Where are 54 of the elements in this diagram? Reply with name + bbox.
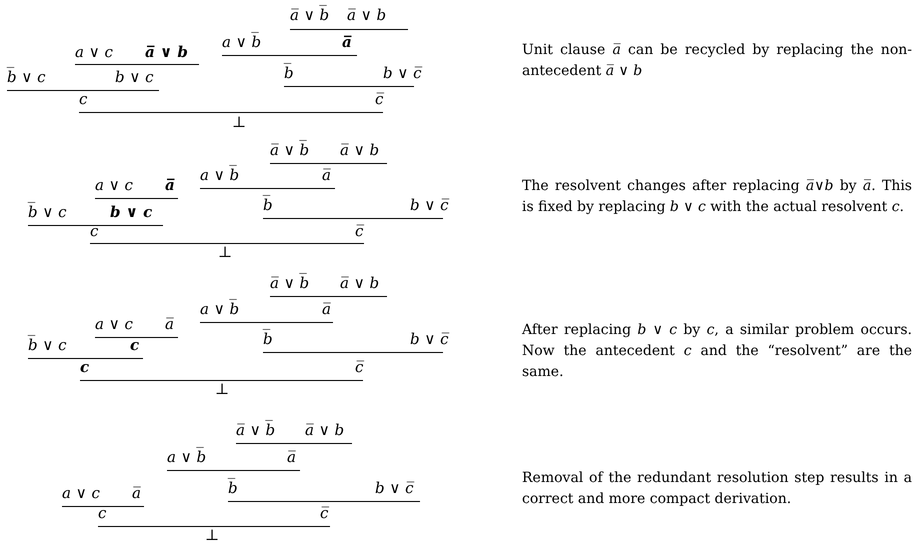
formula-label: c [98,504,106,522]
formula-label: c̅ [320,504,328,522]
formula-label: b̅ [228,479,238,497]
formula-label: a̅ [322,166,331,184]
explanation-text: After replacing b ∨ c by c, a similar problem occurs. Now the antecedent c and the “resolvent” are the same. [522,321,912,382]
formula-label: a̅ ∨ b̅ [270,274,310,292]
formula-label: c [79,90,88,108]
formula-label: ⊥ [232,113,246,131]
formula-label: c [130,336,140,354]
formula-label: a̅ ∨ b [347,6,386,24]
formula-label: a̅ ∨ b̅ [236,421,276,439]
formula-label: a̅ [342,33,352,51]
formula-label: b ∨ c [110,203,152,221]
formula-label: a̅ [165,176,175,194]
formula-label: c̅ [375,90,384,108]
formula-label: a ∨ c [62,484,100,502]
formula-label: a ∨ c [95,315,133,333]
formula-label: a ∨ b̅ [167,448,206,466]
formula-label: a̅ ∨ b [305,421,344,439]
formula-label: a̅ [165,315,174,333]
formula-label: c [90,222,98,240]
formula-label: b ∨ c [115,68,154,86]
formula-label: a ∨ b̅ [222,33,262,51]
explanation-text: Removal of the redundant resolution step results in a correct and more compact derivation. [522,469,912,509]
formula-label: b ∨ c̅ [375,479,414,497]
formula-label: a ∨ b̅ [200,300,240,318]
formula-label: b̅ ∨ c [28,203,67,221]
formula-label: a ∨ b̅ [200,166,240,184]
formula-label: ⊥ [215,380,230,398]
formula-label: b ∨ c̅ [383,64,422,82]
formula-label: a ∨ c [95,176,133,194]
formula-label: b ∨ c̅ [410,196,449,214]
formula-label: b̅ [284,64,294,82]
formula-label: ⊥ [218,243,232,261]
formula-label: a̅ ∨ b [340,274,380,292]
explanation-text: Unit clause a̅ can be recycled by replacing the non-antecedent a̅ ∨ b [522,41,912,81]
formula-label: a̅ ∨ b̅ [290,6,330,24]
formula-label: a̅ ∨ b [145,43,188,61]
formula-label: b̅ [263,330,273,348]
formula-label: a̅ ∨ b [340,141,380,159]
formula-label: c [80,358,90,376]
formula-label: b ∨ c̅ [410,330,449,348]
formula-label: b̅ ∨ c [28,336,67,354]
explanation-text: The resolvent changes after replacing a̅∨b by a̅. This is fixed by replacing b ∨ c with the actual resolvent c. [522,177,912,217]
formula-label: ⊥ [205,526,220,544]
formula-label: b̅ [263,196,273,214]
formula-label: a̅ [322,300,331,318]
formula-label: b̅ ∨ c [7,68,46,86]
formula-label: a̅ ∨ b̅ [270,141,310,159]
formula-label: a̅ [287,448,296,466]
formula-label: a ∨ c [75,43,113,61]
formula-label: c̅ [355,358,364,376]
formula-label: c̅ [355,222,364,240]
formula-label: a̅ [132,484,141,502]
